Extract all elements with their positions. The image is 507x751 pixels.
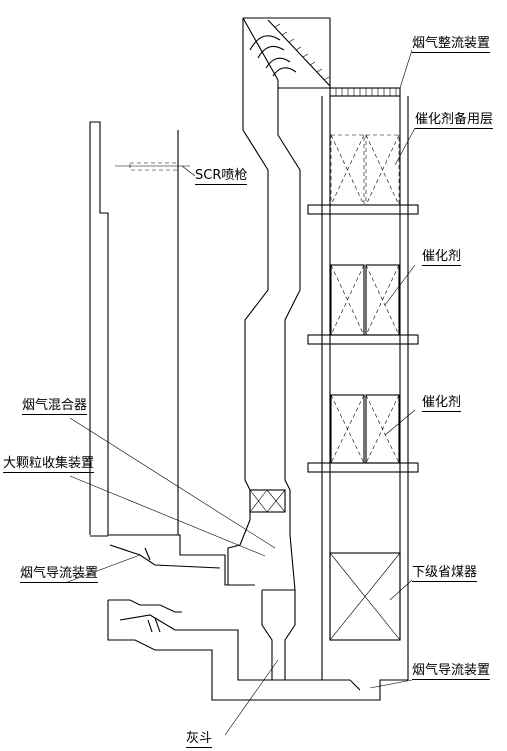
leader-flue-guide-left bbox=[64, 554, 141, 584]
label-economizer-lower: 下级省煤器 bbox=[412, 565, 478, 582]
turn-vanes bbox=[249, 35, 297, 77]
leader-mixer bbox=[69, 417, 276, 549]
turn-diagonal bbox=[242, 17, 279, 81]
label-ash-hopper: 灰斗 bbox=[186, 731, 213, 748]
label-scr-lance: SCR喷枪 bbox=[195, 168, 248, 185]
label-large-particle-collector: 大颗粒收集装置 bbox=[3, 456, 95, 473]
label-flue-straightener: 烟气整流装置 bbox=[412, 36, 491, 53]
support-beam-1 bbox=[307, 204, 419, 215]
label-catalyst-1: 催化剂 bbox=[422, 249, 462, 266]
label-flue-mixer: 烟气混合器 bbox=[22, 398, 88, 415]
lower-left-duct bbox=[108, 599, 182, 613]
straightener-grid bbox=[335, 88, 397, 96]
leader-catalyst-1 bbox=[384, 264, 416, 306]
leader-flue-guide-bottom bbox=[369, 679, 413, 689]
label-flue-guide-left: 烟气导流装置 bbox=[20, 566, 99, 583]
flue-mixer-x bbox=[249, 489, 286, 513]
economizer-lower bbox=[329, 552, 401, 641]
label-catalyst-reserve: 催化剂备用层 bbox=[415, 112, 494, 129]
leader-reserve bbox=[394, 127, 416, 166]
leader-catalyst-2 bbox=[384, 409, 416, 436]
support-beam-3 bbox=[307, 462, 419, 473]
left-guide-vane-2 bbox=[147, 617, 161, 633]
flue-mixer bbox=[249, 489, 286, 513]
label-flue-guide-bottom: 烟气导流装置 bbox=[412, 663, 491, 680]
scr-lance-leader-2 bbox=[181, 165, 196, 177]
flue-straightener bbox=[329, 87, 401, 97]
catalyst-2-x bbox=[330, 394, 400, 464]
flue-duct-left-wall bbox=[227, 18, 269, 585]
catalyst-1-x bbox=[330, 264, 400, 336]
scr-lance bbox=[129, 162, 179, 171]
leader-straightener bbox=[399, 49, 413, 89]
hatch-ticks bbox=[274, 23, 330, 81]
left-guide-vane bbox=[109, 544, 221, 569]
bottom-duct-inner bbox=[119, 614, 361, 691]
bottom-duct-outer bbox=[107, 600, 408, 701]
catalyst-reserve-x bbox=[330, 134, 400, 206]
hatch-line bbox=[267, 19, 331, 87]
boiler-outline bbox=[89, 121, 255, 586]
leader-ash-hopper bbox=[224, 659, 279, 736]
economizer-x bbox=[329, 552, 401, 641]
ash-hopper bbox=[261, 589, 296, 681]
leader-economizer bbox=[389, 579, 413, 601]
flue-duct-right-wall bbox=[277, 80, 301, 591]
label-catalyst-2: 催化剂 bbox=[422, 395, 462, 412]
support-beam-2 bbox=[307, 334, 419, 345]
leader-collector bbox=[69, 475, 266, 557]
